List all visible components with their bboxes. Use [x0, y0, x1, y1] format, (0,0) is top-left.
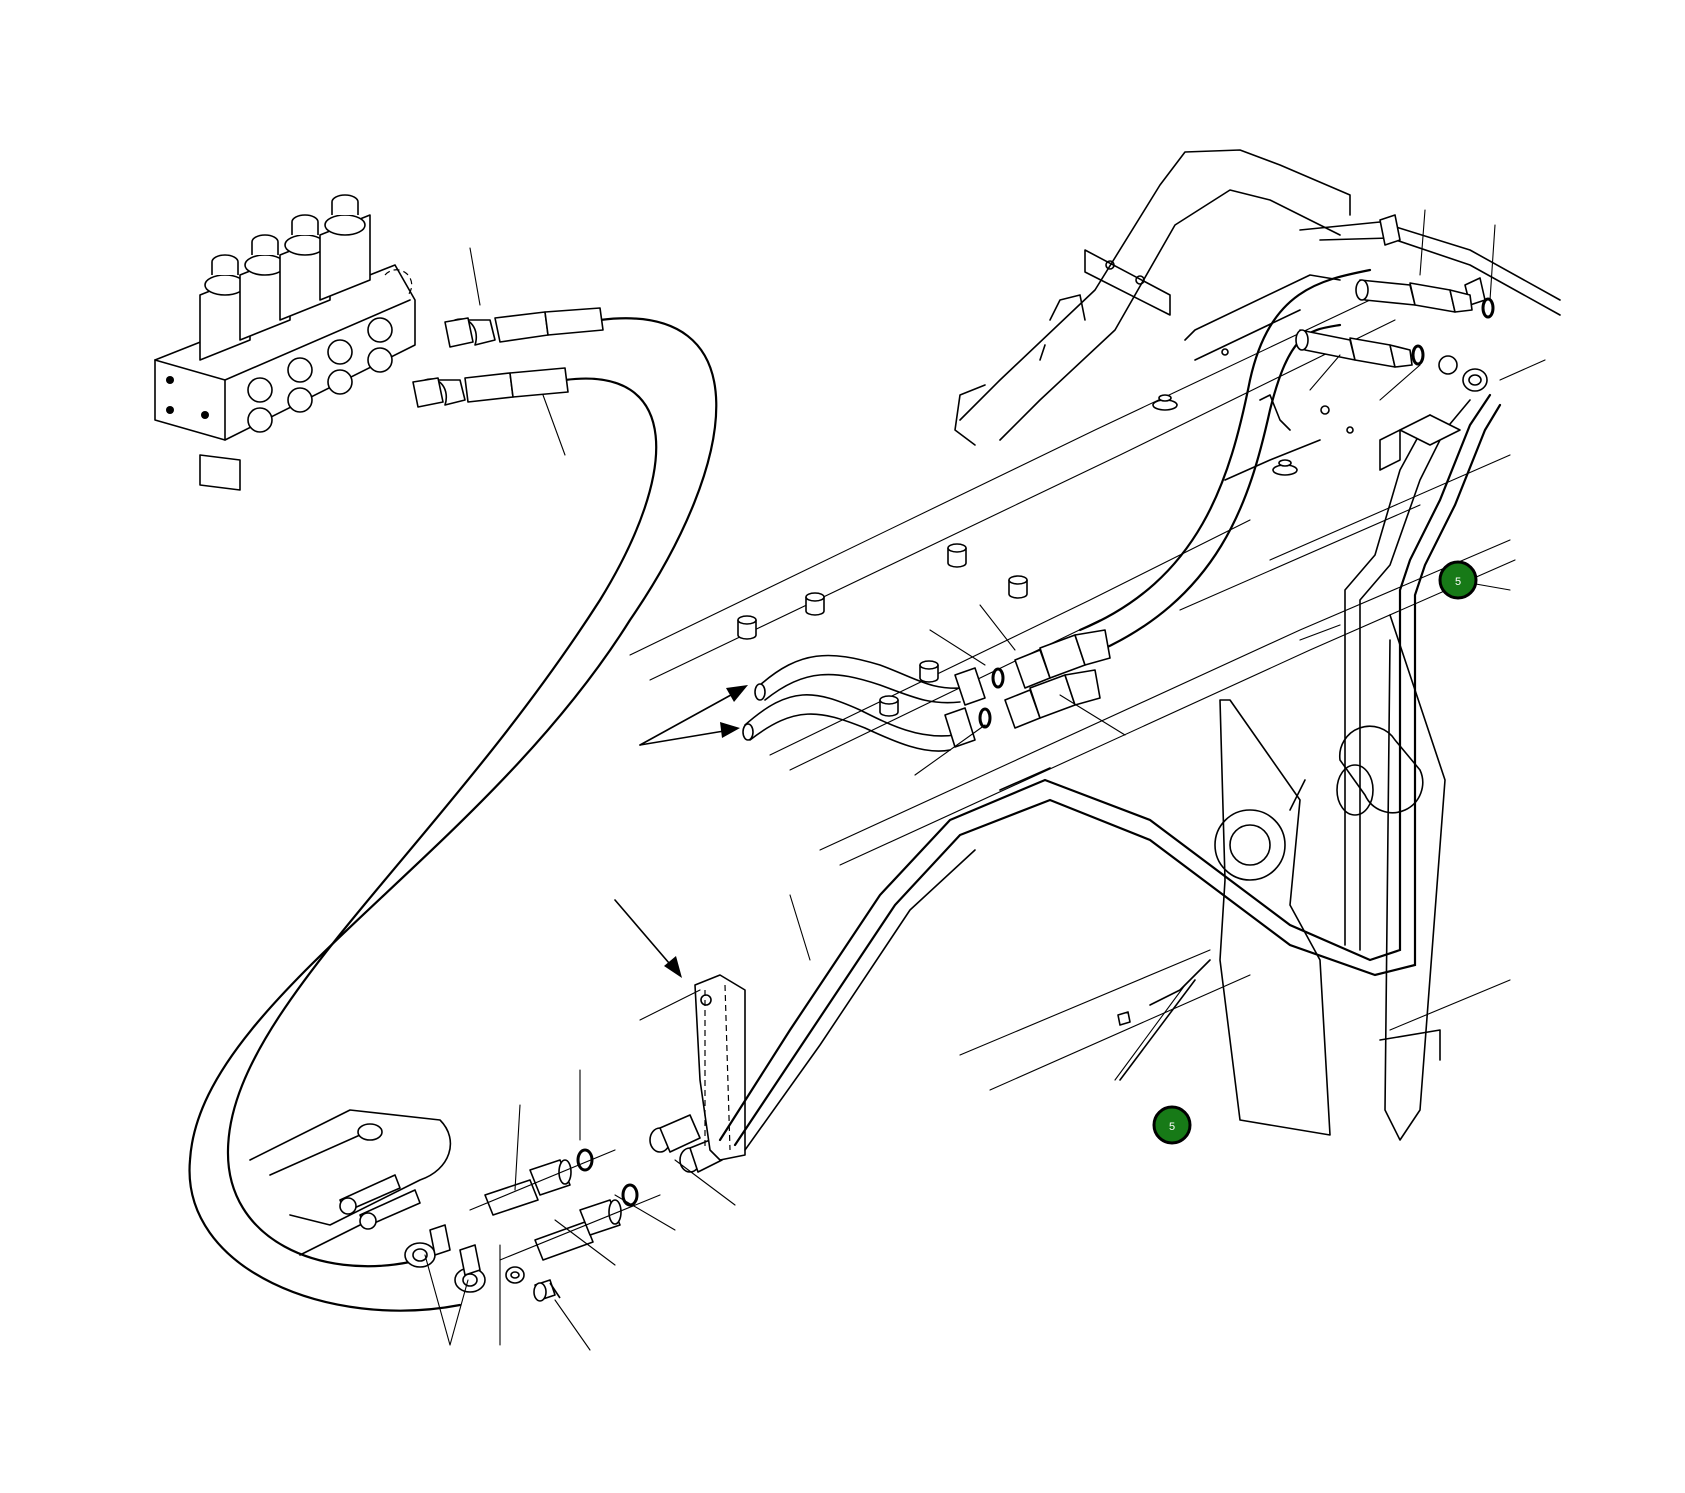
solenoid-stack [239, 234, 291, 341]
solenoid-stack [319, 194, 371, 301]
quick-coupler-upper [1355, 279, 1495, 319]
o-ring [621, 1183, 639, 1207]
boom-frame [629, 149, 1516, 1141]
tube-nut [649, 1114, 701, 1153]
standoff-boss [737, 615, 757, 640]
solenoid-stack [199, 254, 251, 361]
straight-adapter [484, 1159, 572, 1216]
callout-marker: 5 [1438, 560, 1478, 600]
quick-coupler-upper [1295, 329, 1425, 368]
leader-lines [424, 209, 1546, 1351]
standoff-boss [805, 592, 825, 616]
upper-couplers [1295, 279, 1495, 392]
tube-nut-upper [1438, 355, 1488, 392]
hose-end-fitting [412, 367, 569, 408]
callout-label: 5 [1169, 1121, 1175, 1133]
quick-coupler-male [1014, 629, 1111, 689]
lower-mount-bracket [249, 974, 746, 1302]
coupler-nut [944, 707, 992, 748]
frame-bolt [1272, 459, 1298, 476]
standoff-boss [1008, 575, 1028, 599]
hose-clamp [404, 1224, 451, 1268]
washer [505, 1266, 525, 1284]
hose-assembly-left [188, 307, 718, 1312]
callout-label: 5 [1455, 576, 1461, 588]
control-valve [154, 194, 416, 491]
standoff-boss [947, 543, 967, 568]
coupler-nut [954, 667, 1005, 706]
solenoid-stack [279, 214, 331, 321]
quick-coupler-male [1004, 669, 1101, 729]
center-couplers [742, 629, 1111, 752]
cap-screw [533, 1279, 561, 1302]
straight-adapter [534, 1199, 622, 1261]
callout-marker: 5 [1152, 1105, 1192, 1145]
steel-tube-assembly [718, 214, 1561, 1151]
frame-bolt [1152, 394, 1178, 411]
hose-clamp [454, 1244, 486, 1293]
standoff-boss [879, 695, 899, 717]
hose-end-fitting [444, 307, 604, 348]
standoff-boss [919, 660, 939, 683]
